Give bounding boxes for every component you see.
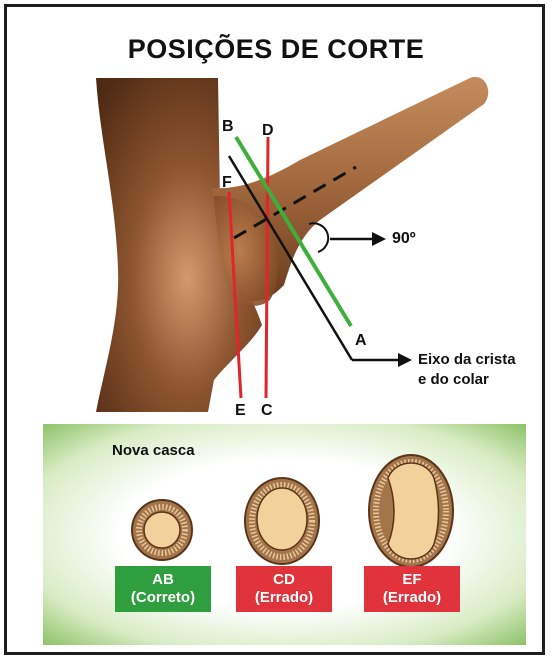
cross-section-ab (132, 500, 192, 560)
badge-ab: AB (Correto) (115, 566, 211, 612)
badge-ef-code: EF (364, 571, 460, 589)
badge-ab-code: AB (115, 571, 211, 589)
badge-cd-code: CD (236, 571, 332, 589)
cross-section-cd (245, 478, 319, 564)
badge-ef-verdict: (Errado) (364, 589, 460, 607)
badge-ef: EF (Errado) (364, 566, 460, 612)
cross-section-ef (369, 455, 453, 567)
badge-cd: CD (Errado) (236, 566, 332, 612)
badge-ab-verdict: (Correto) (115, 589, 211, 607)
badge-cd-verdict: (Errado) (236, 589, 332, 607)
